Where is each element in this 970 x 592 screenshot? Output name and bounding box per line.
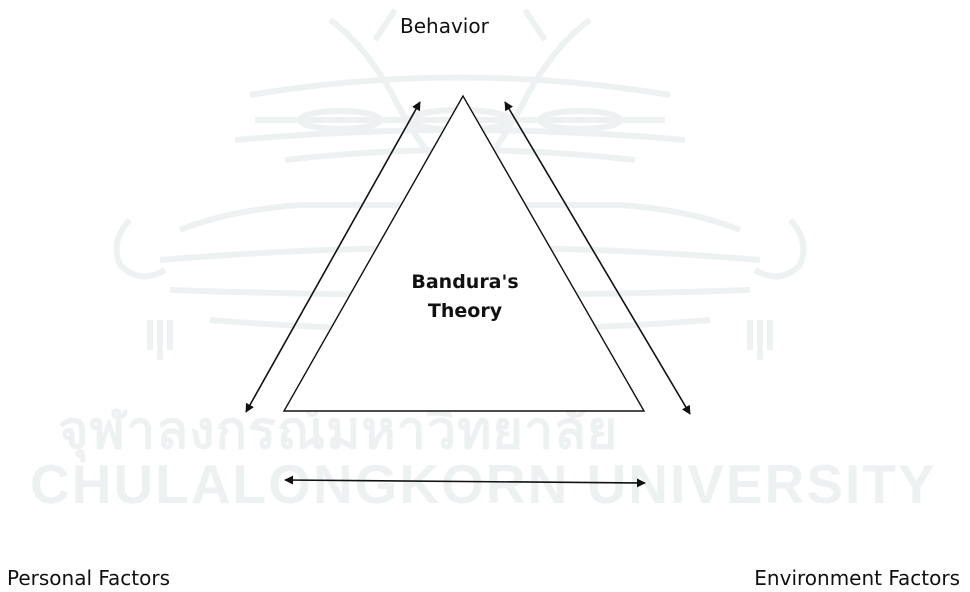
arrow-personal-environment [284, 475, 646, 488]
node-behavior-label: Behavior [400, 14, 489, 38]
center-title-line2: Theory [427, 300, 503, 323]
center-triangle [282, 94, 646, 412]
arrow-behavior-environment [504, 101, 691, 415]
node-environment-factors-label: Environment Factors [754, 566, 960, 590]
center-title-line1: Bandura's [411, 271, 519, 293]
center-title: Bandura's Theory [360, 268, 570, 327]
arrow-personal-behavior [245, 101, 421, 413]
node-personal-factors-label: Personal Factors [7, 566, 171, 590]
